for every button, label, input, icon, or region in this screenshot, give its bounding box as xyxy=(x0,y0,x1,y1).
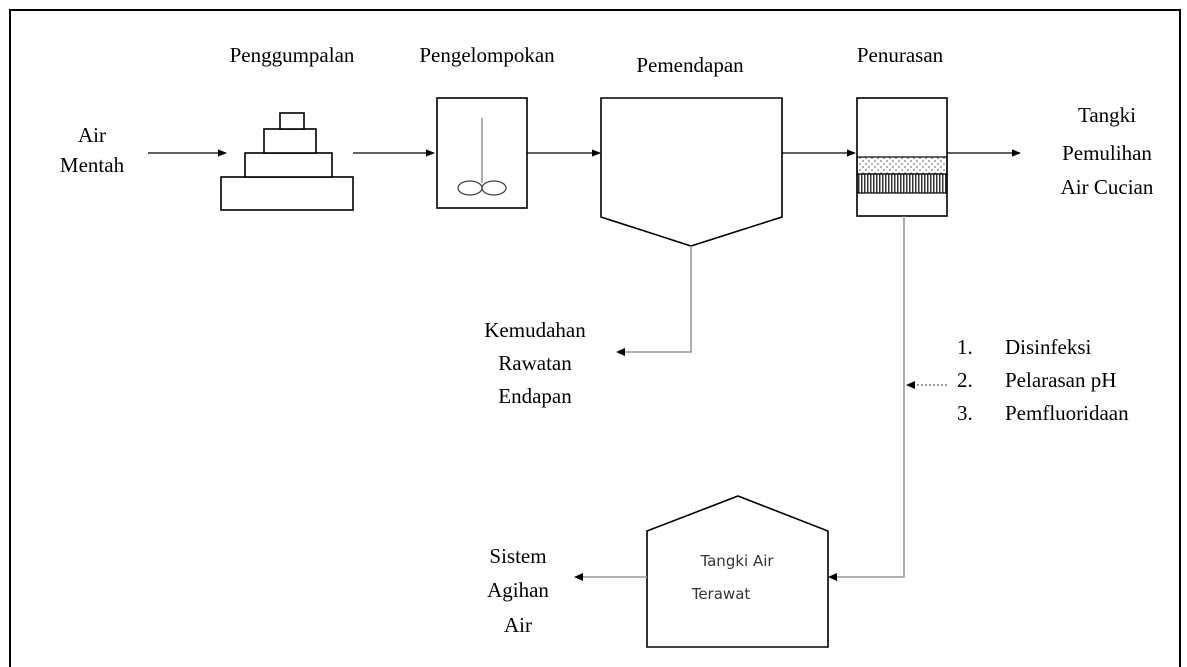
distribution-label-line3: Air xyxy=(504,613,532,637)
distribution-arrowhead xyxy=(574,573,583,581)
sludge-label-line3: Endapan xyxy=(498,384,572,408)
chemical-dosing-arrowhead xyxy=(906,381,915,389)
sludge-label-line2: Rawatan xyxy=(498,351,572,375)
stage-label-sedimentation: Pemendapan xyxy=(636,53,744,77)
diagram-frame xyxy=(9,9,1181,667)
backwash-tank-label-line3: Air Cucian xyxy=(1061,175,1154,199)
treatment-1-number: 1. xyxy=(957,335,973,359)
flocculation-tank xyxy=(436,97,528,209)
sludge-arrowhead xyxy=(616,348,625,356)
sedimentation-tank xyxy=(600,97,783,247)
treatment-3-label: Pemfluoridaan xyxy=(1005,401,1129,425)
raw-water-label-line1: Air xyxy=(78,123,106,147)
treated-tank-label-line2: Terawat xyxy=(691,585,751,603)
sludge-line xyxy=(622,246,692,353)
raw-water-label-line2: Mentah xyxy=(60,153,125,177)
treatment-1-label: Disinfeksi xyxy=(1005,335,1091,359)
stage-label-filtration: Penurasan xyxy=(857,43,944,67)
coagulation-unit xyxy=(220,112,354,211)
treated-water-line xyxy=(834,216,905,578)
distribution-label-line1: Sistem xyxy=(489,544,546,568)
backwash-tank-label-line1: Tangki xyxy=(1078,103,1136,127)
distribution-label-line2: Agihan xyxy=(487,578,549,602)
treatment-3-number: 3. xyxy=(957,401,973,425)
stage-label-flocculation: Pengelompokan xyxy=(419,43,555,67)
treated-tank-label-line1: Tangki Air xyxy=(699,552,774,570)
backwash-tank-label-line2: Pemulihan xyxy=(1062,141,1152,165)
treated-water-tank xyxy=(646,495,829,648)
sludge-label-line1: Kemudahan xyxy=(484,318,586,342)
treatment-2-number: 2. xyxy=(957,368,973,392)
filtration-unit xyxy=(856,97,948,217)
treatment-2-label: Pelarasan pH xyxy=(1005,368,1116,392)
stage-label-coagulation: Penggumpalan xyxy=(230,43,355,67)
treated-water-arrowhead xyxy=(828,573,837,581)
